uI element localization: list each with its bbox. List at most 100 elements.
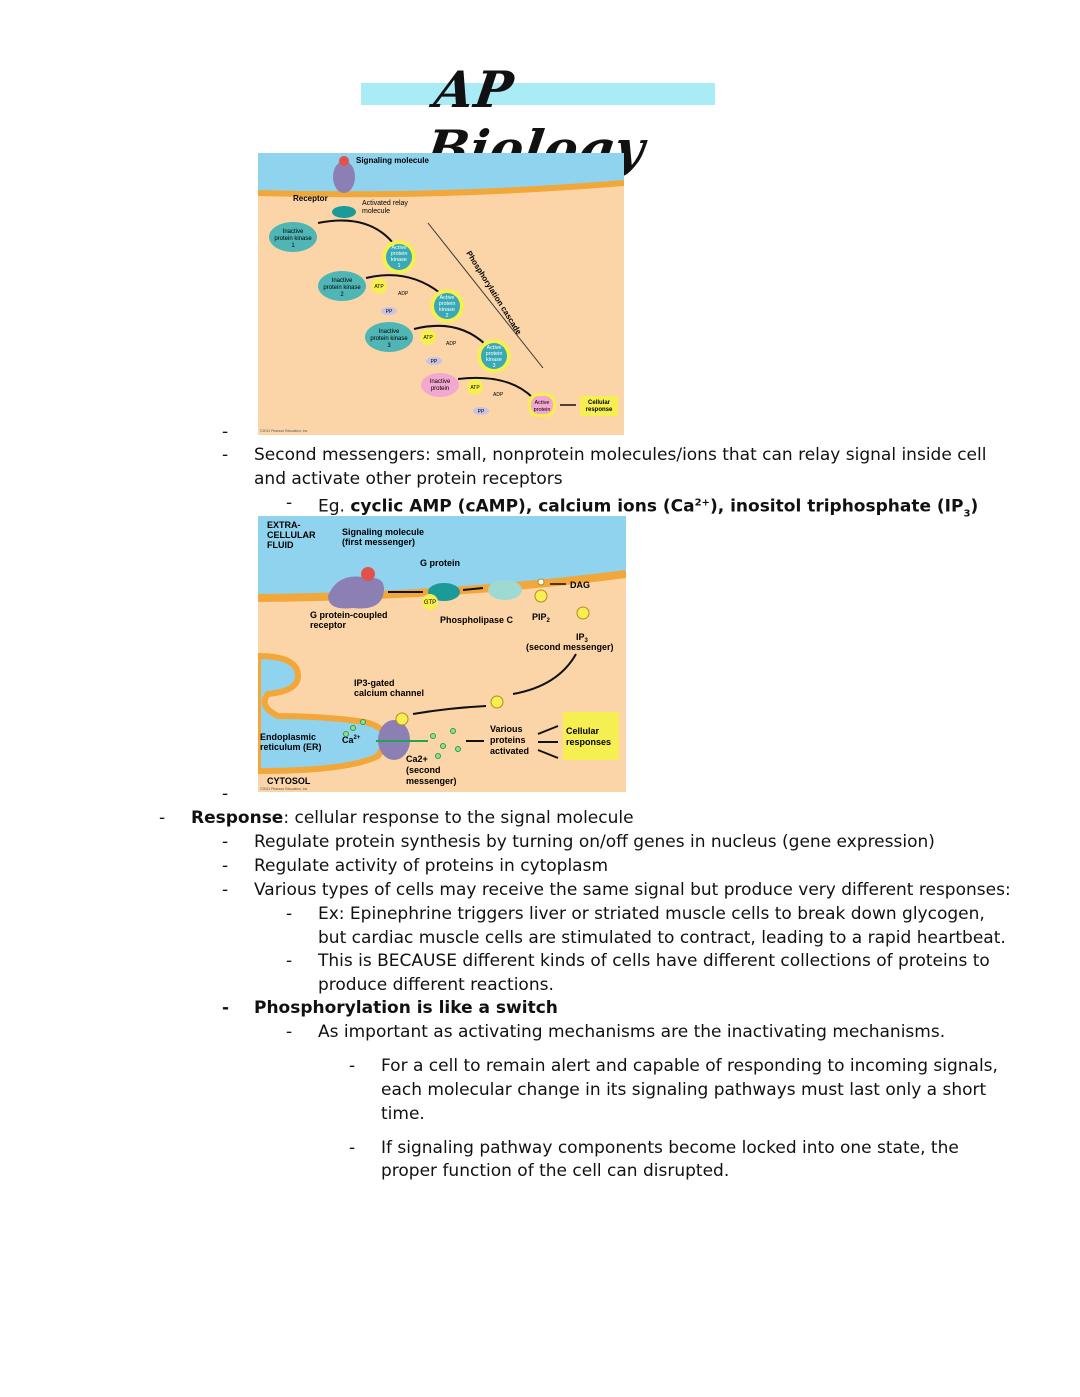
svg-text:Cellular: Cellular <box>588 400 611 406</box>
svg-text:reticulum (ER): reticulum (ER) <box>260 742 322 752</box>
svg-text:Inactive: Inactive <box>283 229 304 235</box>
svg-text:FLUID: FLUID <box>267 540 294 550</box>
svg-text:Signaling molecule: Signaling molecule <box>342 527 424 537</box>
svg-text:(first messenger): (first messenger) <box>342 537 415 547</box>
svg-text:CELLULAR: CELLULAR <box>267 530 316 540</box>
example-text: Ex: Epinephrine triggers liver or striat… <box>318 904 985 924</box>
svg-text:G protein-coupled: G protein-coupled <box>310 610 388 620</box>
deep-text: proper function of the cell can disrupte… <box>381 1161 730 1181</box>
svg-text:protein: protein <box>431 386 449 392</box>
deep-text: For a cell to remain alert and capable o… <box>381 1056 998 1076</box>
svg-text:IP3: IP3 <box>576 632 589 644</box>
bullet-dash: - <box>286 1022 293 1042</box>
phosphorylation-cascade-figure: Signaling molecule Receptor Activated re… <box>258 153 624 435</box>
svg-text:©2011 Pearson Education, Inc.: ©2011 Pearson Education, Inc. <box>260 429 308 433</box>
receptor-label: Receptor <box>293 194 328 203</box>
switch-sub: As important as activating mechanisms ar… <box>318 1022 946 1042</box>
second-messengers-text-2: and activate other protein receptors <box>254 469 563 489</box>
svg-text:Cellular: Cellular <box>566 726 600 736</box>
svg-text:protein: protein <box>534 407 551 413</box>
bullet-dash: - <box>222 422 229 442</box>
svg-text:1: 1 <box>291 243 295 249</box>
response-item: Regulate activity of proteins in cytopla… <box>254 856 609 876</box>
svg-text:Inactive: Inactive <box>379 329 400 335</box>
svg-text:G protein: G protein <box>420 558 460 568</box>
bullet-dash: - <box>286 951 293 971</box>
response-line: Response: cellular response to the signa… <box>191 808 634 828</box>
ip3-calcium-pathway-figure: EXTRA- CELLULAR FLUID Signaling molecule… <box>258 516 626 792</box>
svg-text:(second: (second <box>406 765 441 775</box>
bullet-dash: - <box>286 904 293 924</box>
svg-text:Inactive: Inactive <box>430 379 451 385</box>
svg-text:response: response <box>586 407 613 413</box>
svg-text:PP: PP <box>478 409 485 415</box>
svg-text:messenger): messenger) <box>406 776 457 786</box>
bullet-dash: - <box>159 808 166 828</box>
relay-label-1: Activated relay <box>362 200 408 207</box>
bullet-dash: - <box>222 445 229 465</box>
svg-text:3: 3 <box>387 343 391 349</box>
svg-text:1: 1 <box>397 263 400 269</box>
bullet-dash: - <box>222 880 229 900</box>
svg-text:EXTRA-: EXTRA- <box>267 520 301 530</box>
bullet-dash: - <box>349 1056 356 1076</box>
example-text-2: but cardiac muscle cells are stimulated … <box>318 928 1006 948</box>
svg-text:2: 2 <box>445 313 448 319</box>
svg-text:Ca2+: Ca2+ <box>406 754 428 764</box>
because-text: This is BECAUSE different kinds of cells… <box>318 951 990 971</box>
svg-text:protein kinase: protein kinase <box>323 285 361 291</box>
svg-text:ATP: ATP <box>470 385 480 391</box>
svg-text:(second messenger): (second messenger) <box>526 642 614 652</box>
second-messengers-text: Second messengers: small, nonprotein mol… <box>254 445 987 465</box>
svg-text:Active: Active <box>440 295 455 301</box>
svg-text:Ca2+: Ca2+ <box>342 735 361 745</box>
relay-label-2: molecule <box>362 208 390 215</box>
pip2-label: PIP2 <box>532 612 551 624</box>
deep-text: each molecular change in its signaling p… <box>381 1080 987 1100</box>
response-item: Regulate protein synthesis by turning on… <box>254 832 935 852</box>
svg-text:protein: protein <box>391 251 408 257</box>
svg-text:DAG: DAG <box>570 580 590 590</box>
because-text-2: produce different reactions. <box>318 975 554 995</box>
svg-text:3: 3 <box>492 363 495 369</box>
title-highlight <box>361 83 715 105</box>
bullet-dash: - <box>286 493 293 513</box>
bullet-dash: - <box>222 998 230 1018</box>
switch-heading: Phosphorylation is like a switch <box>254 998 558 1018</box>
svg-text:proteins: proteins <box>490 735 526 745</box>
svg-text:GTP: GTP <box>424 600 436 606</box>
svg-text:ADP: ADP <box>493 392 504 398</box>
svg-text:ATP: ATP <box>423 335 433 341</box>
svg-text:PP: PP <box>386 309 393 315</box>
svg-text:protein kinase: protein kinase <box>370 336 408 342</box>
svg-text:receptor: receptor <box>310 620 347 630</box>
bullet-dash: - <box>349 1138 356 1158</box>
response-item: Various types of cells may receive the s… <box>254 880 1011 900</box>
svg-text:CYTOSOL: CYTOSOL <box>267 776 311 786</box>
svg-text:Phospholipase C: Phospholipase C <box>440 615 514 625</box>
bullet-dash: - <box>222 856 229 876</box>
svg-text:IP3-gated: IP3-gated <box>354 678 395 688</box>
svg-text:ATP: ATP <box>374 284 384 290</box>
svg-text:protein kinase: protein kinase <box>274 236 312 242</box>
deep-text: If signaling pathway components become l… <box>381 1138 959 1158</box>
svg-text:ADP: ADP <box>398 291 409 297</box>
svg-text:protein: protein <box>439 301 456 307</box>
svg-text:kinase: kinase <box>486 357 502 363</box>
svg-text:Active: Active <box>487 345 502 351</box>
svg-text:Endoplasmic: Endoplasmic <box>260 732 316 742</box>
svg-text:2: 2 <box>340 292 344 298</box>
svg-text:calcium channel: calcium channel <box>354 688 424 698</box>
svg-text:ADP: ADP <box>446 341 457 347</box>
bullet-dash: - <box>222 832 229 852</box>
svg-text:responses: responses <box>566 737 611 747</box>
svg-text:PP: PP <box>431 359 438 365</box>
svg-text:Active: Active <box>392 245 407 251</box>
svg-text:©2011 Pearson Education, Inc.: ©2011 Pearson Education, Inc. <box>260 787 308 791</box>
svg-text:kinase: kinase <box>439 307 455 313</box>
second-messengers-examples: Eg. cyclic AMP (cAMP), calcium ions (Ca2… <box>318 496 979 520</box>
svg-text:Inactive: Inactive <box>332 278 353 284</box>
page-title-block: AP Biology <box>361 60 716 178</box>
svg-text:Active: Active <box>535 400 550 406</box>
svg-text:protein: protein <box>486 351 503 357</box>
